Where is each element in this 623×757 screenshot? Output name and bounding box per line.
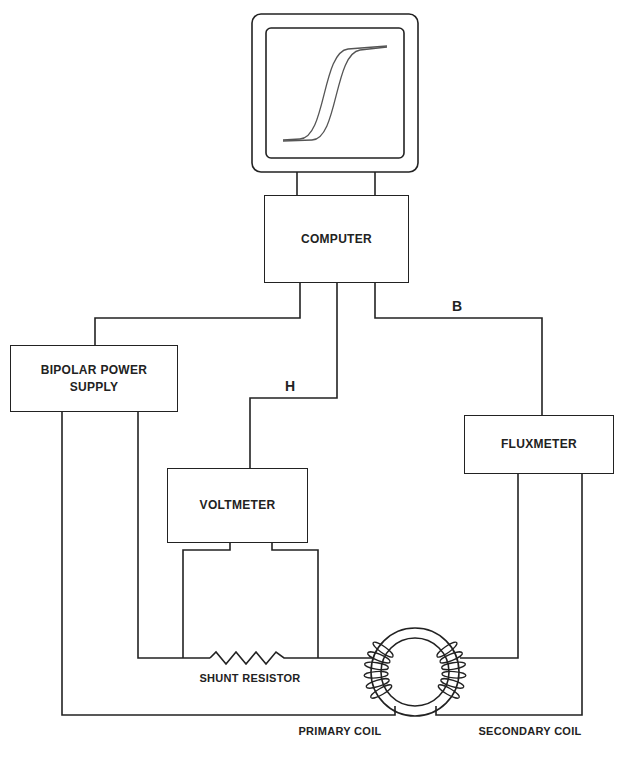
wire	[272, 543, 318, 658]
instrument-box: BIPOLAR POWER SUPPLY	[10, 345, 178, 412]
hysteresis-loop	[283, 46, 387, 141]
instrument-name: VOLTMETER	[200, 497, 276, 513]
signal-wire	[250, 283, 337, 468]
instrument-name: BIPOLAR POWER SUPPLY	[29, 362, 159, 394]
monitor-screen	[266, 28, 404, 158]
wire	[183, 543, 230, 658]
wire	[290, 657, 372, 659]
instrument-box: VOLTMETER	[167, 468, 308, 543]
instrument-box: FLUXMETER	[464, 415, 614, 474]
signal-name: H	[285, 378, 295, 394]
monitor-cable	[374, 172, 376, 195]
instrument-name: COMPUTER	[301, 231, 372, 247]
toroid-core	[381, 638, 449, 706]
part-label: SHUNT RESISTOR	[195, 671, 305, 687]
monitor-cable	[296, 172, 298, 195]
signal-wire	[375, 283, 542, 415]
signal-wire	[95, 283, 300, 345]
instrument-box: COMPUTER	[264, 195, 409, 283]
part-label: SECONDARY COIL	[478, 724, 582, 740]
monitor-case	[252, 14, 418, 172]
instrument-name: FLUXMETER	[501, 436, 577, 452]
signal-name: B	[452, 298, 462, 314]
resistor-symbol	[210, 652, 290, 664]
coil-windings	[364, 640, 466, 700]
wire	[62, 412, 395, 715]
wire	[460, 474, 518, 658]
part-label: PRIMARY COIL	[292, 724, 388, 740]
